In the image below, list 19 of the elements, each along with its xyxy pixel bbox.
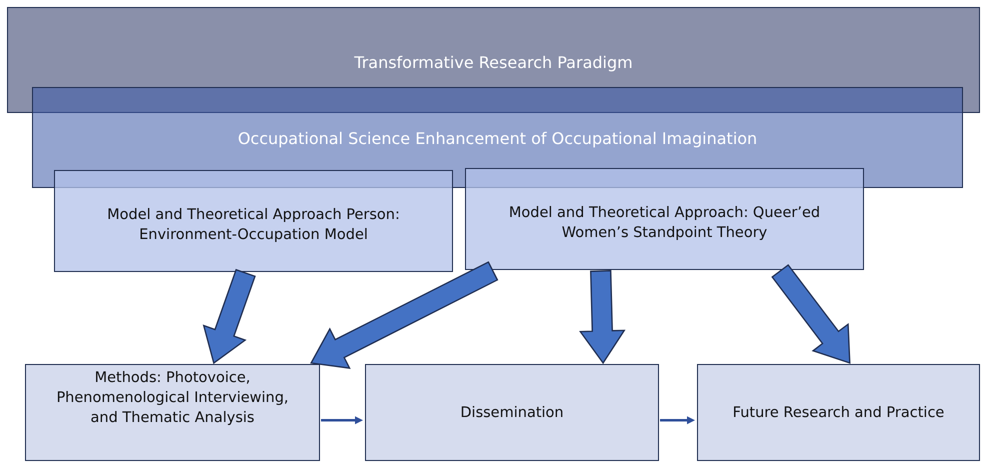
block-arrow (202, 268, 256, 364)
process-box (25, 364, 320, 461)
arrow (660, 416, 695, 424)
box-label: Model and Theoretical Approach Person: Environment-Occupation Model (106, 206, 401, 245)
box-label: Future Research and Practice (732, 404, 944, 422)
process-box (697, 364, 980, 461)
box-label: Transformative Research Paradigm (354, 52, 633, 74)
process-box (54, 170, 453, 272)
process-box (365, 364, 659, 461)
process-box (7, 7, 980, 113)
box-label: Methods: Photovoice, Phenomenological Interviewing, and Thematic Analysis (56, 369, 289, 428)
box-label: Occupational Science Enhancement of Occupational Imagination (238, 128, 758, 150)
block-arrow (310, 261, 498, 369)
box-label: Model and Theoretical Approach: Queer’ed Women’s Standpoint Theory (508, 204, 822, 243)
block-arrow (771, 264, 850, 364)
arrow (321, 416, 363, 424)
process-box (465, 168, 864, 270)
box-label: Dissemination (460, 404, 564, 422)
block-arrow (579, 270, 626, 364)
